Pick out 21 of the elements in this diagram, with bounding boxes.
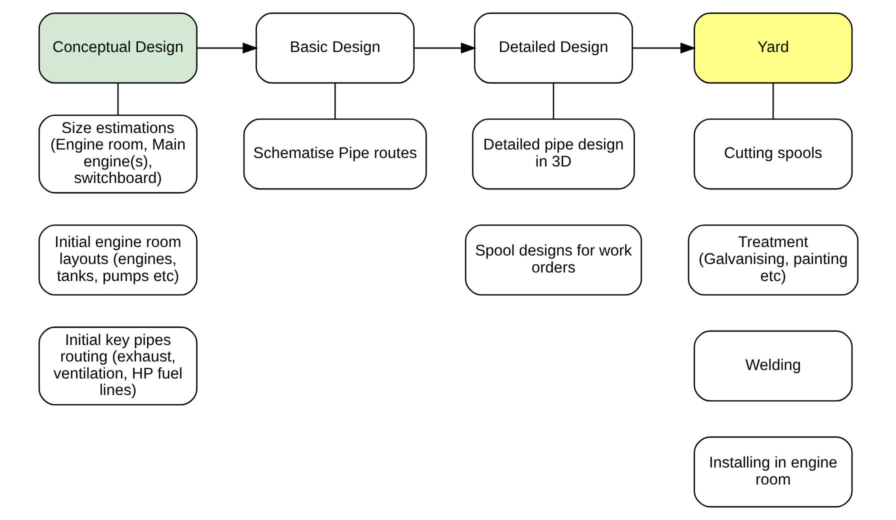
node-box: Initial key pipes routing (exhaust, ventilation, HP fuel lines)	[38, 326, 197, 406]
connector	[552, 83, 554, 119]
arrow	[414, 42, 476, 54]
node-box: Cutting spools	[693, 118, 852, 190]
node-box: Detailed pipe design in 3D	[472, 118, 634, 190]
node-box: Detailed Design	[474, 12, 632, 84]
node-box: Schematise Pipe routes	[242, 118, 426, 190]
arrow	[632, 42, 696, 54]
connector	[334, 83, 336, 119]
node-box: Initial engine room layouts (engines, tanks, pumps etc)	[38, 224, 197, 296]
connector	[772, 83, 774, 119]
node-box: Conceptual Design	[38, 12, 197, 84]
arrow	[196, 42, 258, 54]
connector	[116, 83, 118, 116]
node-box: Size estimations (Engine room, Main engine(s), switchboard)	[38, 114, 197, 194]
node-box: Treatment (Galvanising, painting etc)	[687, 224, 858, 296]
node-box: Installing in engine room	[693, 436, 852, 508]
node-box: Welding	[693, 330, 852, 402]
node-box: Yard	[693, 12, 852, 84]
node-box: Spool designs for work orders	[464, 224, 642, 296]
node-box: Basic Design	[255, 12, 414, 84]
